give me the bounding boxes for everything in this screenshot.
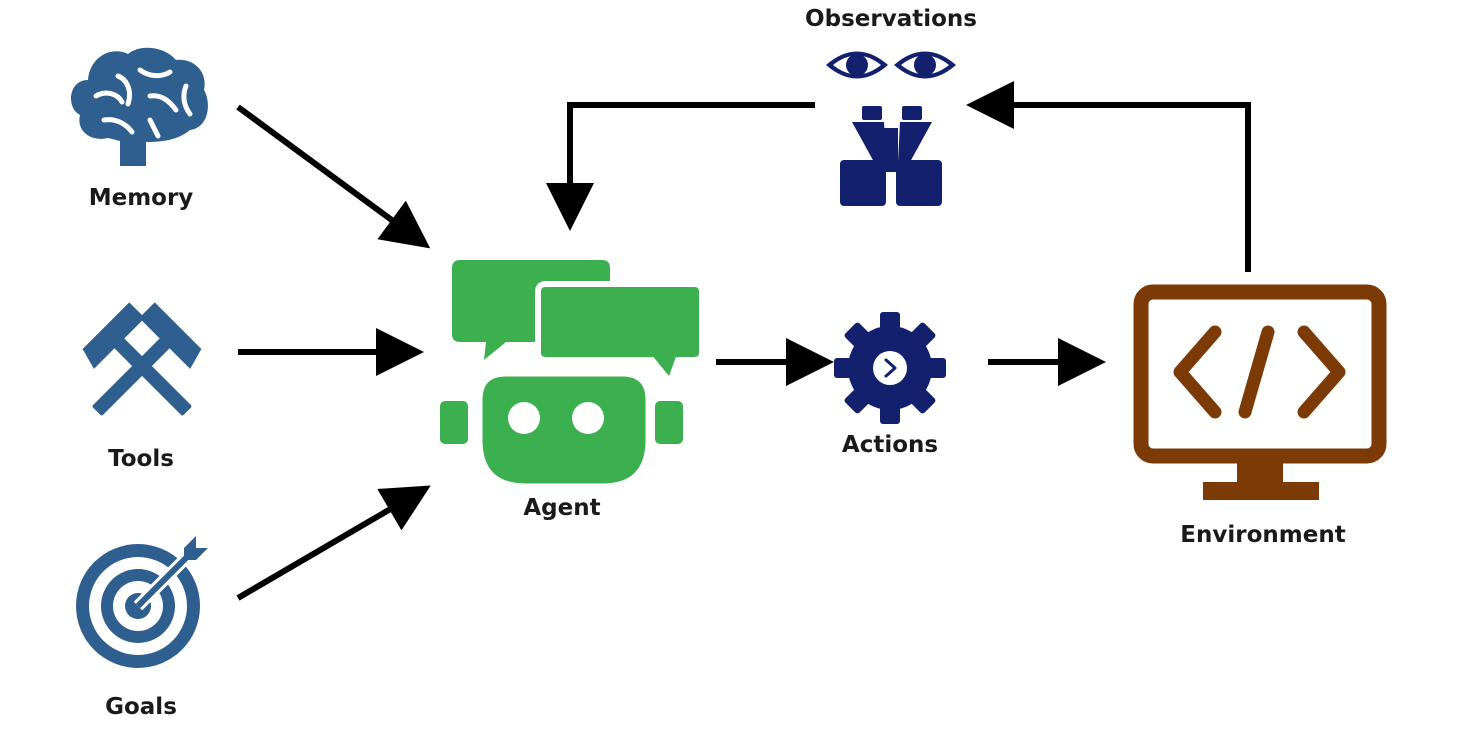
actions-node: Actions: [834, 312, 946, 458]
gear-with-play-icon: [834, 312, 946, 424]
tools-node: Tools: [82, 302, 202, 472]
edge-memory-to-agent: [236, 104, 431, 249]
memory-label: Memory: [89, 185, 194, 211]
memory-node: Memory: [70, 47, 208, 211]
chatbot-icon: [440, 260, 705, 489]
edge-observations-to-agent: [546, 102, 815, 231]
target-with-arrow-icon: [76, 536, 208, 668]
observations-label: Observations: [805, 6, 977, 32]
goals-label: Goals: [105, 694, 177, 720]
edges: [236, 81, 1251, 601]
tools-label: Tools: [108, 446, 174, 472]
edge-environment-to-observations: [966, 81, 1251, 272]
actions-label: Actions: [842, 432, 938, 458]
agent-node: Agent: [440, 260, 705, 521]
environment-node: Environment: [1133, 284, 1387, 548]
edge-goals-to-agent: [236, 485, 431, 601]
observations-node: Observations: [805, 6, 977, 206]
eyes-icon: [826, 51, 956, 79]
crossed-hammers-icon: [82, 302, 202, 416]
environment-label: Environment: [1180, 522, 1345, 548]
goals-node: Goals: [76, 536, 208, 720]
brain-icon: [70, 47, 208, 166]
monitor-code-icon: [1133, 284, 1387, 500]
agent-label: Agent: [523, 495, 600, 521]
binoculars-icon: [840, 106, 942, 206]
